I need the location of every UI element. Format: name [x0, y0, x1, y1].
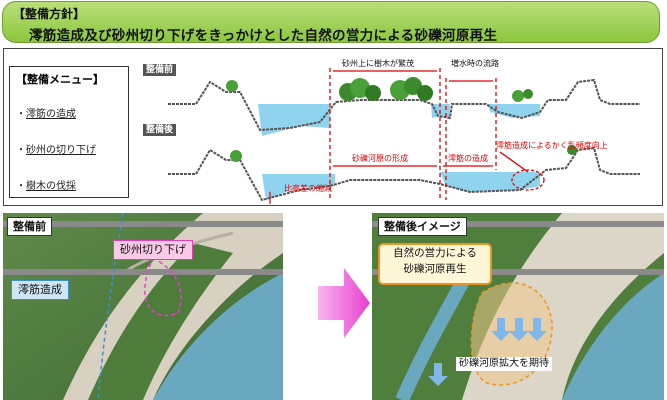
note-gravel-expansion: 砂礫河原拡大を期待 [456, 357, 552, 371]
tag-bar-cut: 砂州切り下げ [113, 240, 193, 260]
photo-after: 整備後イメージ 自然の営力による 砂礫河原再生 砂礫河原拡大を期待 [372, 213, 664, 400]
header-subtitle: 澪筋造成及び砂州切り下げをきっかけとした自然の営力による砂礫河原再生 [29, 28, 498, 44]
header-banner: 【整備方針】 澪筋造成及び砂州切り下げをきっかけとした自然の営力による砂礫河原再… [2, 1, 660, 44]
annotation-trees-on-bar: 砂州上に樹木が繁茂 [342, 59, 414, 68]
menu-item-channel: ・澪筋の造成 [16, 109, 76, 120]
progress-arrow-icon [318, 268, 370, 338]
callout-line-2: 砂礫河原再生 [403, 263, 467, 275]
menu-title: 【整備メニュー】 [16, 73, 104, 86]
label-after-section: 整備後 [143, 124, 177, 136]
cross-section-diagram [168, 68, 640, 204]
photo-before-title: 整備前 [7, 217, 52, 236]
tag-channel-creation: 澪筋造成 [11, 280, 69, 300]
photo-before: 整備前 砂州切り下げ 澪筋造成 [3, 213, 283, 400]
callout-natural-regeneration: 自然の営力による 砂礫河原再生 [378, 243, 492, 285]
section-after [168, 145, 640, 202]
annotation-habitat-improve: 澪筋造成によるかく乱頻度向上 [496, 141, 608, 150]
menu-item-bar-cut: ・砂州の切り下げ [16, 145, 96, 156]
aerial-after-image [372, 213, 664, 400]
menu-item-tree-felling: ・樹木の伐採 [16, 181, 76, 192]
section-before [168, 77, 640, 136]
annotation-height-diff: 比高差の縮減 [284, 184, 332, 193]
photo-after-title: 整備後イメージ [378, 217, 467, 236]
annotation-flood-channel: 増水時の流路 [451, 59, 499, 68]
label-before-section: 整備前 [143, 64, 177, 76]
tree-cluster-before [226, 77, 533, 102]
callout-line-1: 自然の営力による [393, 247, 477, 259]
header-title: 【整備方針】 [13, 7, 86, 21]
annotation-channel-creation: 澪筋の造成 [448, 154, 488, 163]
maintenance-menu: 【整備メニュー】 ・澪筋の造成 ・砂州の切り下げ ・樹木の伐採 [9, 66, 129, 198]
annotation-gravel-formation: 砂礫河原の形成 [352, 154, 408, 163]
